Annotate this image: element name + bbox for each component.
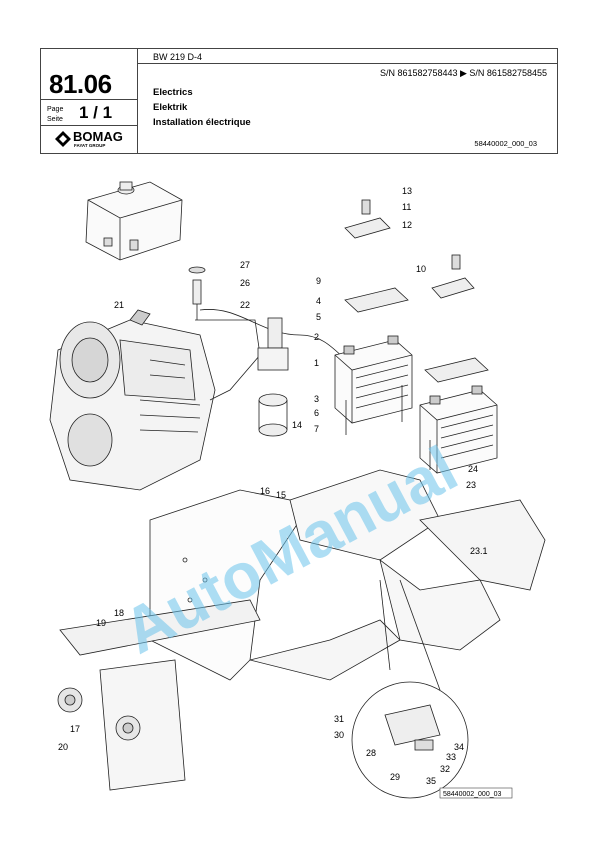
callout: 10 — [416, 264, 426, 274]
callout: 35 — [426, 776, 436, 786]
header-frame: BW 219 D-4 S/N 861582758443 ▶ S/N 861582… — [40, 48, 558, 154]
callout: 20 — [58, 742, 68, 752]
engine — [49, 309, 216, 491]
callout: 23.1 — [470, 546, 488, 556]
page-label-en: Page — [47, 106, 64, 113]
callout: 6 — [314, 408, 319, 418]
callout: 19 — [96, 618, 106, 628]
callout: 27 — [240, 260, 250, 270]
callout: 11 — [402, 202, 411, 212]
battery-clamp-lower — [424, 254, 489, 470]
battery-upper — [334, 335, 413, 424]
callout: 3 — [314, 394, 319, 404]
callout: 1 — [314, 358, 319, 368]
page-label-de: Seite — [47, 116, 63, 123]
callout: 9 — [316, 276, 321, 286]
callout: 22 — [240, 300, 250, 310]
detail-ref-text: 58440002_000_03 — [443, 791, 502, 798]
callout: 2 — [314, 332, 319, 342]
callout: 13 — [402, 186, 412, 196]
callout: 14 — [292, 420, 302, 430]
tank — [85, 181, 183, 261]
callout-labels: 13 11 12 27 26 10 9 4 5 2 22 21 1 3 6 7 … — [58, 186, 488, 786]
callout: 30 — [334, 730, 344, 740]
callout: 24 — [468, 464, 478, 474]
support-beam — [57, 599, 261, 791]
callout: 29 — [390, 772, 400, 782]
callout: 33 — [446, 752, 456, 762]
page-number: 1 / 1 — [79, 103, 113, 122]
logo-subtext: FAYAT GROUP — [74, 143, 106, 148]
callout: 32 — [440, 764, 450, 774]
callout: 16 — [260, 486, 270, 496]
callout: 15 — [276, 490, 286, 500]
callout: 18 — [114, 608, 124, 618]
callout: 5 — [316, 312, 321, 322]
callout: 12 — [402, 220, 412, 230]
callout: 23 — [466, 480, 476, 490]
title-en: Electrics — [153, 87, 193, 98]
header-rule — [41, 99, 137, 100]
header-rule — [137, 63, 557, 64]
detail-ref-box — [439, 787, 513, 799]
callout: 28 — [366, 748, 376, 758]
bomag-diamond-icon — [55, 131, 71, 147]
battery-lower — [419, 385, 498, 474]
section-number: 81.06 — [49, 69, 112, 99]
model-name: BW 219 D-4 — [153, 52, 203, 62]
detail-circle — [351, 579, 469, 799]
callout: 26 — [240, 278, 250, 288]
callout: 21 — [114, 300, 124, 310]
serial-range: S/N 861582758443 ▶ S/N 861582758455 — [379, 68, 547, 78]
exploded-parts-diagram: 13 11 12 27 26 10 9 4 5 2 22 21 1 3 6 7 … — [49, 181, 546, 799]
callout: 4 — [316, 296, 321, 306]
fuel-filter — [257, 317, 289, 437]
sensor — [188, 266, 206, 320]
image-reference: 58440002_000_03 — [474, 139, 537, 148]
title-fr: Installation électrique — [153, 117, 251, 128]
battery-clamp-upper — [344, 199, 409, 435]
callout: 34 — [454, 742, 464, 752]
header-rule — [41, 125, 137, 126]
callout: 17 — [70, 724, 80, 734]
bomag-logo: BOMAG FAYAT GROUP — [55, 129, 135, 151]
title-de: Elektrik — [153, 102, 188, 113]
callout: 31 — [334, 714, 344, 724]
callout: 7 — [314, 424, 319, 434]
logo-text: BOMAG — [73, 129, 123, 144]
header-divider — [137, 49, 138, 153]
